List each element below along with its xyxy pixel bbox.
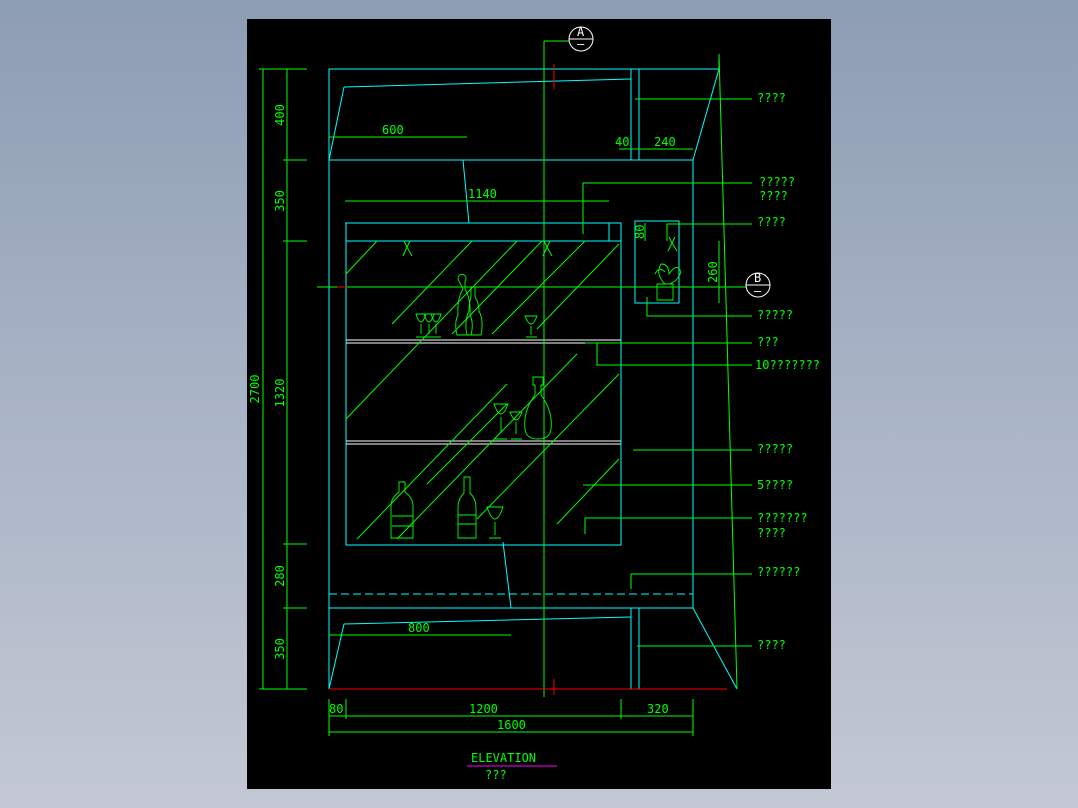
bottom-dimension-chain: 80 1200 320 1600: [328, 699, 694, 736]
callout-leaders: [582, 53, 752, 690]
section-b-label: B: [754, 271, 761, 285]
dim-260: 260: [706, 261, 720, 283]
dim-1320: 1320: [273, 379, 287, 408]
section-a-label: A: [577, 25, 585, 39]
decanter-icon: [465, 286, 483, 336]
dim-40: 40: [615, 135, 629, 149]
wine-glass-icon: [430, 313, 442, 338]
decanter-icon: [524, 376, 552, 440]
section-b-sub: –: [754, 284, 762, 298]
callout-6: ???: [757, 335, 779, 349]
dim-1600: 1600: [497, 718, 526, 732]
dim-350-bottom: 350: [273, 638, 287, 660]
cabinet-outline: [328, 68, 738, 690]
dim-80-niche: 80: [633, 225, 647, 239]
callout-2: ?????: [759, 175, 795, 189]
callout-9: 5????: [757, 478, 793, 492]
glass-reflection-hatch: [345, 240, 620, 540]
dim-400: 400: [273, 104, 287, 126]
inner-dimensions: 600 1140 40 240 80 260 800: [329, 123, 720, 636]
callout-1: ????: [757, 91, 786, 105]
callout-12: ??????: [757, 565, 800, 579]
elevation-drawing: 2700 400 350 1320 280 350: [248, 25, 820, 782]
cad-viewport[interactable]: 2700 400 350 1320 280 350: [247, 19, 831, 789]
drawing-title: ELEVATION: [471, 751, 536, 765]
wine-glass-icon: [415, 313, 427, 338]
callout-13: ????: [757, 638, 786, 652]
dim-240: 240: [654, 135, 676, 149]
dim-80: 80: [329, 702, 343, 716]
dim-1200: 1200: [469, 702, 498, 716]
bottle-icon: [457, 476, 477, 539]
glass-shelves: [346, 339, 621, 445]
drawing-title-block: ELEVATION ???: [467, 751, 557, 782]
dim-280: 280: [273, 565, 287, 587]
dim-1140: 1140: [468, 187, 497, 201]
dim-600: 600: [382, 123, 404, 137]
wine-glass-icon: [524, 315, 538, 338]
dim-800: 800: [408, 621, 430, 635]
left-dimension-chain: 2700 400 350 1320 280 350: [248, 68, 307, 690]
section-a-sub: –: [577, 37, 585, 51]
wine-glass-icon: [493, 403, 509, 440]
dim-350-top: 350: [273, 190, 287, 212]
wine-glass-icon: [509, 411, 523, 440]
callout-labels: ???? ????? ???? ???? ????? ??? 10???????…: [755, 91, 820, 652]
dim-total-height: 2700: [248, 375, 262, 404]
callout-5: ?????: [757, 308, 793, 322]
callout-3: ????: [759, 189, 788, 203]
callout-4: ????: [757, 215, 786, 229]
dim-320: 320: [647, 702, 669, 716]
flower-vase-icon: [654, 263, 682, 301]
callout-7: 10???????: [755, 358, 820, 372]
callout-10: ???????: [757, 511, 808, 525]
callout-11: ????: [757, 526, 786, 540]
bottle-icon: [390, 481, 414, 539]
callout-8: ?????: [757, 442, 793, 456]
wine-glass-icon: [486, 506, 504, 539]
drawing-subtitle: ???: [485, 768, 507, 782]
display-items: [390, 263, 682, 539]
decanter-icon: [455, 273, 473, 336]
section-markers: A – B –: [317, 25, 771, 697]
